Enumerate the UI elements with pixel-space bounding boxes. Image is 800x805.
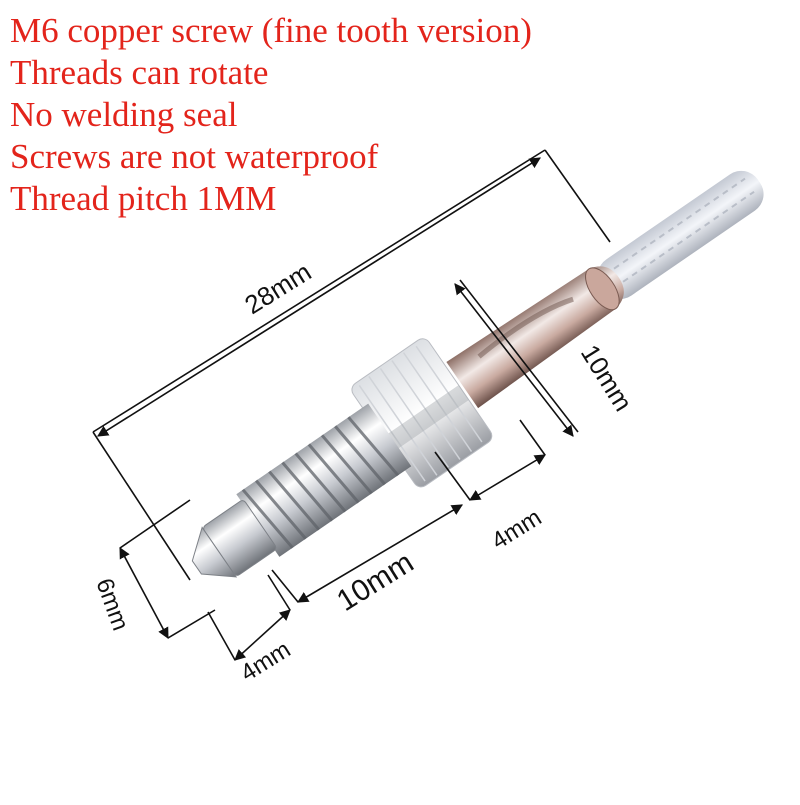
caption-line-model: M6 copper screw (fine tooth version) [10, 11, 532, 50]
caption-line-waterproof: Screws are not waterproof [10, 137, 379, 176]
caption-line-rotation: Threads can rotate [10, 53, 269, 92]
caption-line-pitch: Thread pitch 1MM [10, 179, 277, 218]
cable [597, 170, 764, 300]
screw-tip [191, 500, 277, 578]
label-diameter: 6mm [90, 575, 134, 634]
dimension-lines [92, 149, 611, 661]
label-tip-length: 4mm [236, 636, 296, 687]
product-caption: M6 copper screw (fine tooth version) Thr… [10, 10, 532, 220]
caption-line-seal: No welding seal [10, 95, 238, 134]
label-hex-width: 10mm [575, 339, 639, 416]
label-total-length: 28mm [239, 256, 316, 320]
label-hex-thickness: 4mm [487, 504, 547, 555]
